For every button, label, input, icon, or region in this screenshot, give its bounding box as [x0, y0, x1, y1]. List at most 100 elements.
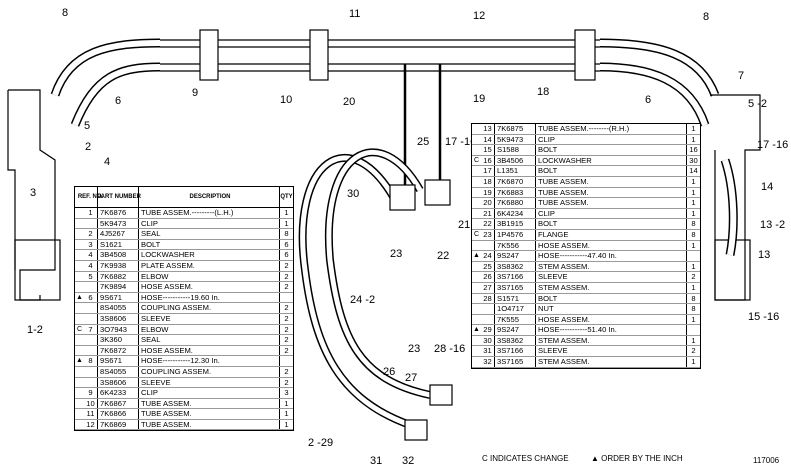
ref-no: 14 — [481, 134, 495, 145]
description: ELBOW — [139, 271, 280, 282]
part-number: 7K6883 — [495, 187, 536, 198]
fitting-right — [424, 179, 451, 206]
callout: 6 — [645, 94, 651, 106]
quantity: 1 — [691, 240, 696, 250]
description: STEM ASSEM. — [536, 335, 687, 346]
quantity: 2 — [284, 366, 289, 376]
row-mark — [75, 303, 84, 313]
ref-no: 10 — [84, 398, 98, 409]
quantity: 2 — [691, 272, 696, 282]
quantity: 3 — [284, 388, 289, 398]
row-mark — [472, 145, 481, 155]
quantity: 8 — [691, 229, 696, 239]
row-mark — [75, 314, 84, 324]
row-mark — [75, 261, 84, 271]
callout: 5 -2 — [748, 98, 767, 110]
callout: 15 -16 — [748, 311, 779, 323]
ref-no: 18 — [481, 176, 495, 187]
ref-no: 4 — [84, 260, 98, 271]
description: BOLT — [536, 293, 687, 304]
ref-no — [84, 282, 98, 292]
part-number: 3S8362 — [495, 335, 536, 346]
row-mark — [472, 294, 481, 304]
quantity: 1 — [691, 261, 696, 271]
description: SLEEVE — [536, 272, 687, 282]
quantity: 2 — [691, 346, 696, 356]
row-mark — [472, 241, 481, 251]
part-number: 3O7943 — [98, 324, 139, 335]
row-mark — [472, 166, 481, 176]
callout: 14 — [761, 181, 773, 193]
part-number: 7K9894 — [98, 282, 139, 292]
quantity: 8 — [284, 229, 289, 239]
description: CLIP — [139, 218, 280, 229]
description: HOSE-----------51.40 In. — [536, 325, 687, 335]
callout: 1-2 — [27, 324, 43, 336]
callout: 31 — [370, 455, 382, 467]
part-number: 9S247 — [495, 251, 536, 261]
ref-no — [481, 240, 495, 251]
row-mark — [472, 272, 481, 282]
quantity: 2 — [284, 260, 289, 270]
part-number: 6K4234 — [495, 208, 536, 219]
callout: 30 — [347, 188, 359, 200]
clip-center — [309, 29, 329, 81]
callout: 2 — [85, 141, 91, 153]
row-mark — [75, 282, 84, 292]
callout: 12 — [473, 10, 485, 22]
part-number: 7K6867 — [98, 398, 139, 409]
ref-no — [84, 218, 98, 229]
part-number: 1P4576 — [495, 229, 536, 240]
row-mark: ▲ — [473, 326, 480, 334]
table-header: REF. NO. PART NUMBER DESCRIPTION QTY — [75, 187, 293, 208]
ref-no: 25 — [481, 261, 495, 272]
row-mark — [472, 262, 481, 272]
description: COUPLING ASSEM. — [139, 366, 280, 377]
quantity: 30 — [689, 155, 698, 165]
clip-left — [199, 29, 219, 81]
ref-no: 2 — [84, 229, 98, 239]
ref-no: 12 — [84, 419, 98, 430]
description: HOSE ASSEM. — [139, 345, 280, 356]
row-mark — [75, 219, 84, 229]
ref-no — [84, 345, 98, 356]
change-legend: C INDICATES CHANGE — [482, 454, 569, 463]
ref-no: 7 — [84, 324, 98, 335]
left-hose-upper-inner — [52, 40, 161, 96]
ref-no: 26 — [481, 272, 495, 282]
quantity: 8 — [691, 293, 696, 303]
fitting-bottom-b — [404, 419, 428, 441]
row-mark — [472, 124, 481, 134]
part-number: 1O4717 — [495, 304, 536, 314]
quantity: 1 — [691, 198, 696, 208]
ref-no: 24 — [481, 251, 495, 261]
callout: 2 -29 — [308, 437, 333, 449]
description: TUBE ASSEM. — [536, 198, 687, 208]
quantity: 1 — [284, 409, 289, 419]
description-header: DESCRIPTION — [139, 187, 280, 207]
part-number: 3S7165 — [495, 282, 536, 293]
row-mark — [472, 283, 481, 293]
quantity: 1 — [284, 398, 289, 408]
part-number-header: PART NUMBER — [97, 187, 141, 207]
row-mark — [472, 198, 481, 208]
quantity: 2 — [284, 271, 289, 281]
callout: 13 — [758, 249, 770, 261]
quantity: 1 — [691, 208, 696, 218]
part-number: S1571 — [495, 293, 536, 304]
row-mark — [75, 208, 84, 218]
callout: 20 — [343, 96, 355, 108]
